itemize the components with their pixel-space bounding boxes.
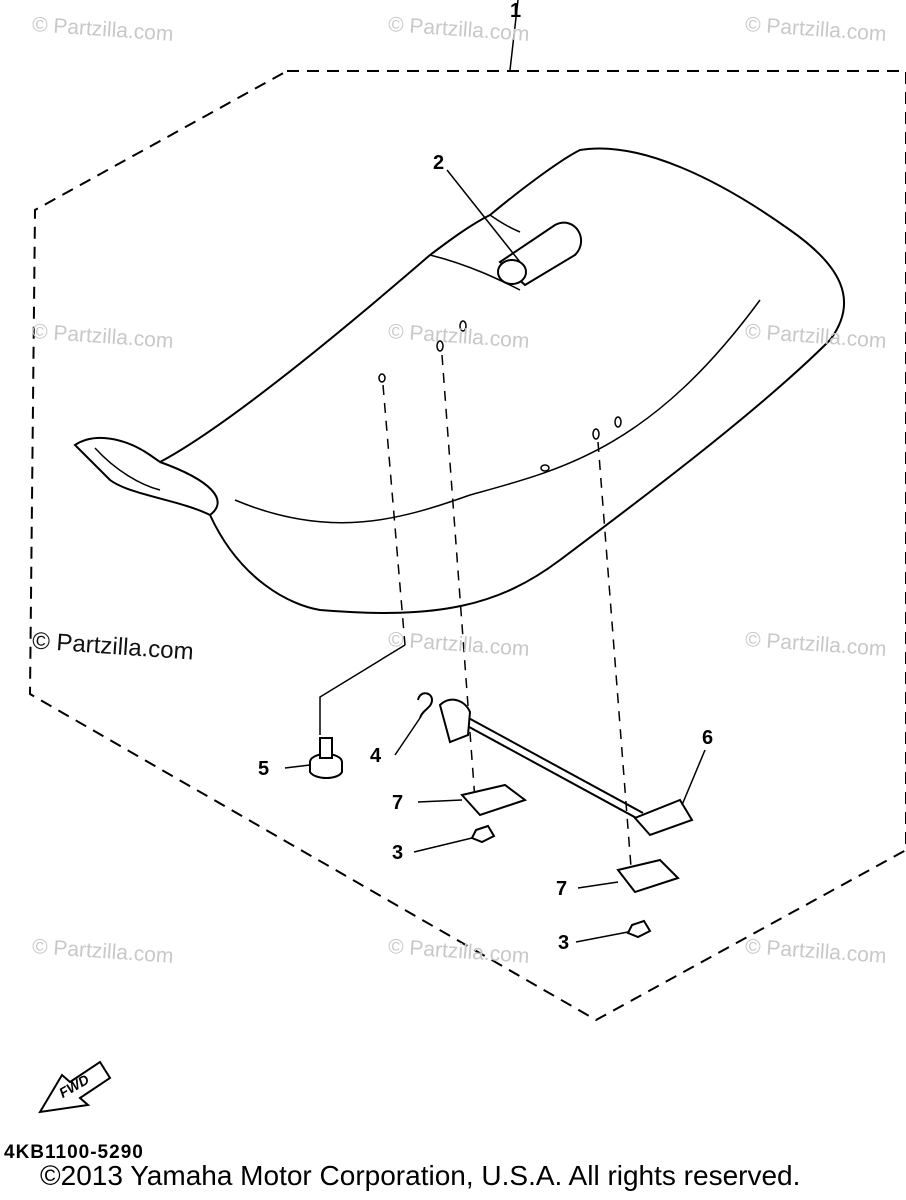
callout-2: 2 bbox=[433, 152, 445, 174]
forward-arrow-icon bbox=[38, 1060, 112, 1114]
mounting-holes bbox=[378, 320, 622, 472]
callout-3: 3 bbox=[392, 842, 404, 864]
copyright-notice: ©2013 Yamaha Motor Corporation, U.S.A. A… bbox=[40, 1160, 801, 1191]
part-5-damper bbox=[309, 737, 343, 779]
assembly-boundary bbox=[28, 70, 906, 1022]
part-6-lock-rod bbox=[438, 698, 694, 837]
seat-body bbox=[73, 147, 846, 614]
callout-leaders bbox=[284, 0, 706, 943]
callout-1: 1 bbox=[510, 0, 522, 22]
part-7-brackets bbox=[460, 783, 680, 894]
callout-3: 3 bbox=[558, 932, 570, 954]
diagram-code: 4KB1100-5290 bbox=[4, 1142, 144, 1163]
assembly-lines bbox=[382, 354, 633, 881]
part-2-bushing bbox=[497, 221, 582, 287]
part-3-nuts bbox=[470, 824, 652, 939]
callout-6: 6 bbox=[702, 727, 714, 749]
leader-5 bbox=[319, 644, 406, 735]
callout-7: 7 bbox=[556, 878, 568, 900]
callout-7: 7 bbox=[392, 792, 404, 814]
part-4-clip bbox=[417, 692, 434, 719]
callout-5: 5 bbox=[258, 758, 270, 780]
callout-4: 4 bbox=[370, 745, 382, 767]
